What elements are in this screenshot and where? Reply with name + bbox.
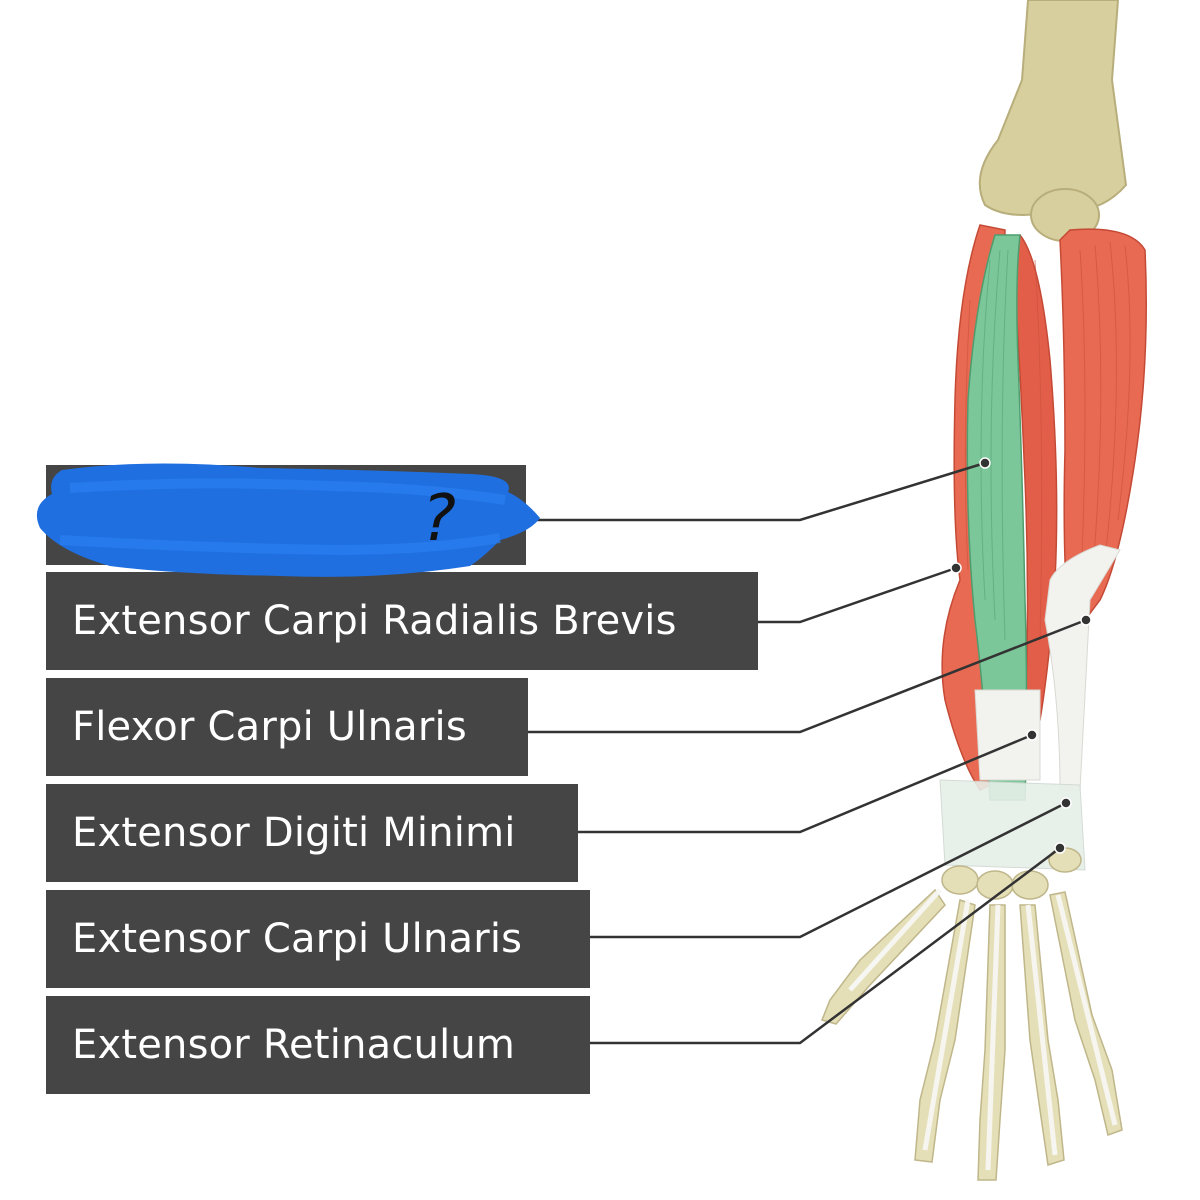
- hand-bones: [820, 847, 1123, 1181]
- leader-dots: [950, 457, 1092, 854]
- muscle-fibers: [964, 241, 1131, 641]
- hand-tendons: [848, 888, 1118, 1171]
- label-hidden: [46, 465, 526, 565]
- highlighted-fibers: [980, 249, 1009, 641]
- label-extensor-retinaculum: Extensor Retinaculum: [46, 996, 590, 1094]
- label-extensor-carpi-ulnaris: Extensor Carpi Ulnaris: [46, 890, 590, 988]
- tendon-central: [974, 689, 1041, 781]
- label-extensor-carpi-radialis-brevis: Extensor Carpi Radialis Brevis: [46, 572, 758, 670]
- lateral-muscle-group: [1011, 234, 1058, 721]
- tendon-white: [1044, 544, 1121, 791]
- label-flexor-carpi-ulnaris: Flexor Carpi Ulnaris: [46, 678, 528, 776]
- leader-lines: [528, 461, 1087, 1045]
- label-extensor-digiti-minimi: Extensor Digiti Minimi: [46, 784, 578, 882]
- medial-muscle-group: [1059, 228, 1147, 642]
- humerus-bone: [978, 0, 1128, 216]
